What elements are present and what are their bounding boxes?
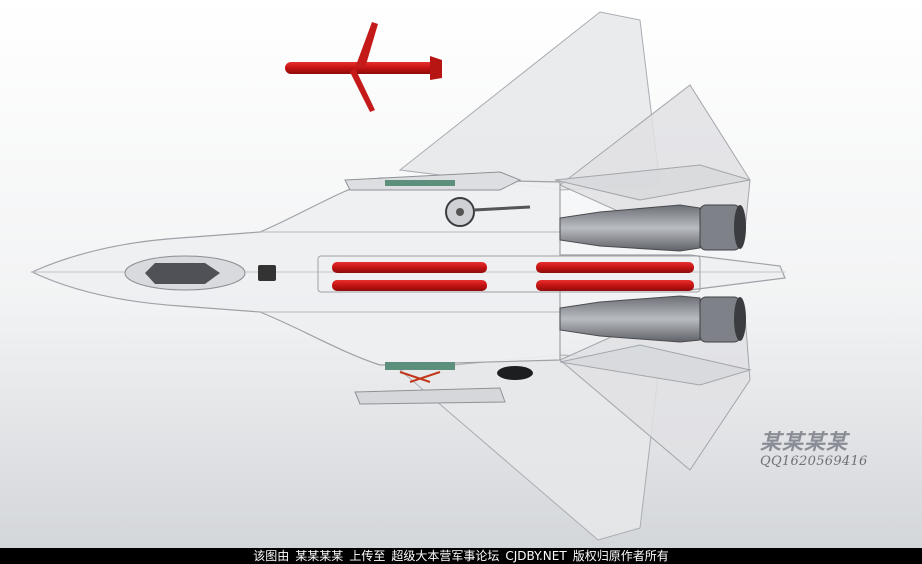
lower-vertical-fin — [559, 344, 752, 386]
lower-gear-wheel — [497, 366, 533, 380]
missile — [332, 262, 487, 273]
cockpit-seat — [145, 263, 220, 284]
missile — [332, 280, 487, 291]
lower-side-bay-door — [354, 387, 506, 405]
external-missile — [285, 22, 442, 112]
footer-prefix: 该图由 — [253, 549, 290, 563]
watermark-name: 某某某某 — [760, 429, 848, 454]
intake-lines — [260, 231, 560, 313]
upper-vertical-fin — [554, 164, 751, 201]
missile — [536, 280, 694, 291]
side-bay-mechanism — [399, 371, 441, 383]
lower-engine — [559, 295, 746, 343]
footer-rights: 版权归原作者所有 — [572, 549, 669, 563]
bay-missiles — [332, 262, 694, 291]
footer-uploaded: 上传至 — [349, 549, 386, 563]
gear-strut — [473, 205, 531, 212]
aircraft-render — [0, 0, 922, 548]
missile — [536, 262, 694, 273]
lower-side-bay-missile — [385, 362, 455, 370]
footer-banner: 该图由某某某某上传至超级大本营军事论坛 CJDBY.NET 版权归原作者所有 — [0, 548, 922, 564]
footer-site: CJDBY.NET — [505, 549, 567, 563]
footer-forum: 超级大本营军事论坛 — [391, 549, 500, 563]
render-image — [0, 0, 922, 548]
main-weapons-bay — [317, 255, 701, 293]
footer-author: 某某某某 — [295, 549, 344, 563]
nose-gear — [258, 265, 276, 281]
watermark-qq: QQ1620569416 — [760, 454, 868, 469]
upper-engine — [559, 204, 746, 252]
watermark: 某某某某 QQ1620569416 — [760, 426, 900, 469]
wheel-hub — [456, 208, 464, 216]
side-bay-missile — [385, 180, 455, 186]
